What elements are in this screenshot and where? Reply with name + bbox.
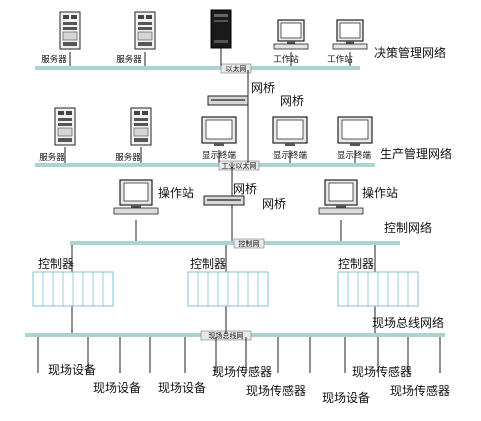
- top-server-2-label: 服务器: [116, 54, 142, 65]
- field-sensor-2-label: 现场传感器: [246, 383, 306, 398]
- controller-1-label: 控制器: [38, 257, 74, 271]
- mid-server-2-label: 服务器: [115, 152, 141, 163]
- server-icon: [134, 11, 156, 50]
- display-terminal-icon: [337, 116, 373, 147]
- field-device-3-label: 现场设备: [158, 381, 206, 395]
- production-network-label: 生产管理网络: [380, 146, 452, 161]
- operator-station-icon: [318, 179, 364, 215]
- fieldbus-network-label: 现场总线网络: [372, 315, 444, 330]
- top-workstation-1-label: 工作站: [273, 54, 299, 65]
- industrial-ethernet-bus-label: 工业以太网: [222, 161, 257, 170]
- operator-station-1-label: 操作站: [158, 185, 194, 200]
- workstation-icon: [332, 19, 368, 50]
- bridge-1-label: 网桥: [280, 94, 304, 108]
- bridge-1-icon: [207, 95, 249, 106]
- controller-rack-icon: [187, 271, 269, 307]
- workstation-icon: [273, 19, 309, 50]
- field-sensor-3-label: 现场传感器: [352, 364, 412, 379]
- fieldbus-bus-label: 现场总线网: [209, 331, 244, 340]
- terminal-1-label: 显示终端: [202, 150, 237, 161]
- controller-rack-icon: [337, 271, 419, 307]
- industrial-ethernet-bus: [35, 163, 375, 167]
- display-terminal-icon: [201, 116, 237, 147]
- ethernet-bus: [35, 66, 360, 70]
- mid-server-1-label: 服务器: [39, 152, 65, 163]
- control-net-bus-label: 控制网: [239, 239, 260, 248]
- bridge-2-label-top: 网桥: [233, 182, 257, 196]
- control-network-label: 控制网络: [384, 220, 432, 235]
- top-server-1-label: 服务器: [41, 54, 67, 65]
- bridge-2-label: 网桥: [262, 197, 286, 211]
- controller-2-label: 控制器: [190, 257, 226, 271]
- controller-3-label: 控制器: [338, 257, 374, 271]
- bridge-1-label-top: 网桥: [251, 81, 275, 95]
- top-workstation-2-label: 工作站: [327, 54, 353, 65]
- operator-station-icon: [113, 179, 159, 215]
- tower-server-icon: [210, 9, 232, 49]
- field-device-1-label: 现场设备: [48, 363, 96, 377]
- server-icon: [130, 107, 152, 146]
- display-terminal-icon: [272, 116, 308, 147]
- decision-network-label: 决策管理网络: [374, 45, 446, 60]
- controller-rack-icon: [32, 271, 114, 307]
- field-sensor-1-label: 现场传感器: [212, 364, 272, 379]
- field-device-4-label: 现场设备: [322, 391, 370, 405]
- ethernet-bus-label: 以太网: [226, 64, 247, 73]
- field-device-2-label: 现场设备: [93, 381, 141, 395]
- server-icon: [59, 11, 81, 50]
- terminal-3-label: 显示终端: [337, 150, 372, 161]
- terminal-2-label: 显示终端: [273, 150, 308, 161]
- operator-station-2-label: 操作站: [362, 185, 398, 200]
- field-sensor-4-label: 现场传感器: [390, 383, 450, 398]
- server-icon: [54, 107, 76, 146]
- bridge-2-icon: [203, 195, 245, 206]
